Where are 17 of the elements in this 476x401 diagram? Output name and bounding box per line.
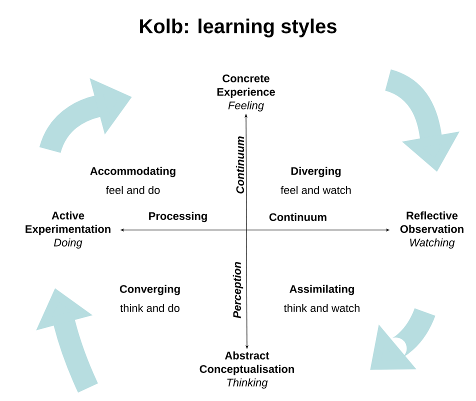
label: think and do (120, 304, 180, 312)
title: Kolb: learning styles (140, 18, 336, 38)
label: Continuum (269, 212, 326, 222)
pole-label: Reflective Observation Watching (400, 211, 464, 249)
pole-label: Concrete Experience Feeling (217, 74, 275, 112)
label: Continuum (236, 136, 244, 194)
label: Assimilating (290, 284, 354, 296)
label: Diverging (291, 166, 341, 178)
label: feel and do (106, 186, 160, 194)
label: Processing (149, 212, 207, 222)
label: think and watch (284, 304, 360, 312)
pole-label: Active Experimentation Doing (26, 211, 110, 249)
pole-label: Abstract Conceptualisation Thinking (200, 351, 294, 389)
label: feel and watch (280, 186, 351, 194)
label: Accommodating (90, 166, 176, 178)
label: Perception (232, 262, 244, 318)
label: Converging (120, 284, 180, 296)
